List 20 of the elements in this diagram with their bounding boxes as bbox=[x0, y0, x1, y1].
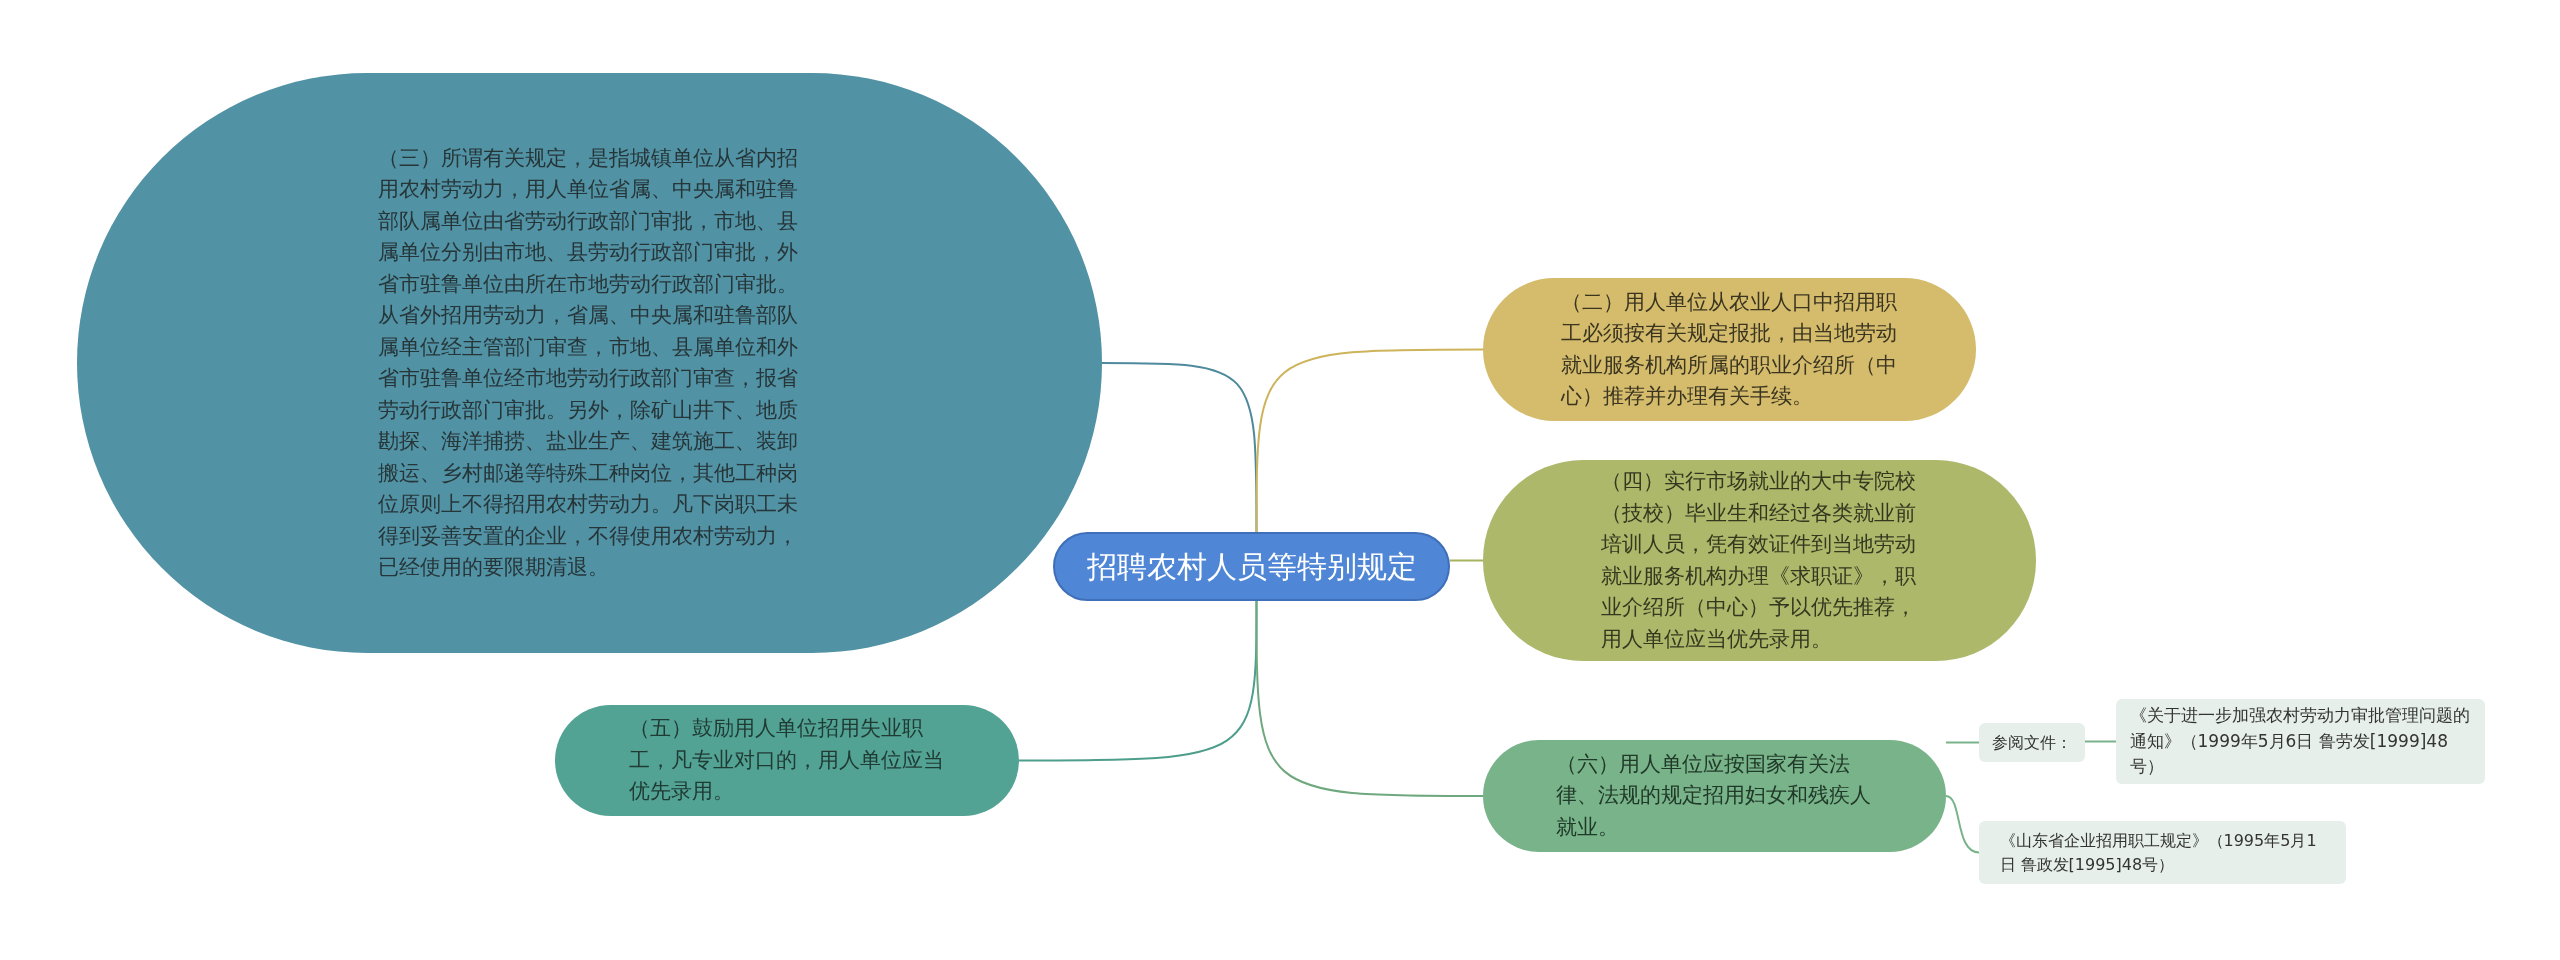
topic-text: 参阅文件： bbox=[1992, 731, 2072, 754]
connector-line bbox=[1018, 600, 1258, 762]
topic-text: （六）用人单位应按国家有关法律、法规的规定招用妇女和残疾人就业。 bbox=[1556, 750, 1872, 841]
connector-line bbox=[1945, 795, 1980, 854]
connector-line bbox=[1255, 348, 1484, 533]
note-box bbox=[1979, 723, 2085, 762]
topic-text: （五）鼓励用人单位招用失业职工，凡专业对口的，用人单位应当优先录用。 bbox=[628, 715, 945, 806]
topic-text: （三）所谓有关规定，是指城镇单位从省内招用农村劳动力，用人单位省属、中央属和驻鲁部队属单位由省劳动行政部门审批，市地、县属单位分别由市地、县劳动行政部门审批，外省市驻鲁单位由所在市地劳动行政部门审批。从省外招用劳动力，省属、中央属和驻鲁部队属单位经主管部门审查，市地、县属单位和外省市驻鲁单位经市地劳动行政部门审查，报省劳动行政部门审批。另外，除矿山井下、地质勘探、海洋捕捞、盐业生产、建筑施工、装卸搬运、乡村邮递等特殊工种岗位，其他工种岗位原则上不得招用农村劳动力。凡下岗职工未得到妥善安置的企业，不得使用农村劳动力，已经使用的要限期清退。 bbox=[378, 144, 799, 581]
connector-line bbox=[1945, 741, 1980, 744]
connector-line bbox=[1101, 362, 1258, 533]
connector-line bbox=[2084, 740, 2117, 743]
connector-line bbox=[1255, 600, 1484, 797]
connector-line bbox=[1449, 559, 1484, 562]
topic-text: 《山东省企业招用职工规定》（1995年5月1日 鲁政发[1995]48号） bbox=[1999, 829, 2318, 876]
topic-text: 《关于进一步加强农村劳动力审批管理问题的通知》（1999年5月6日 鲁劳发[1999]48号） bbox=[2129, 704, 2471, 779]
note-box bbox=[2116, 699, 2485, 784]
note-box bbox=[1979, 821, 2346, 884]
topic-text: （四）实行市场就业的大中专院校（技校）毕业生和经过各类就业前培训人员，凭有效证件到当地劳动就业服务机构办理《求职证》，职业介绍所（中心）予以优先推荐，用人单位应当优先录用。 bbox=[1601, 468, 1917, 653]
topic-title: 招聘农村人员等特别规定 bbox=[1086, 548, 1417, 586]
topic-text: （二）用人单位从农业人口中招用职工必须按有关规定报批，由当地劳动就业服务机构所属的职业介绍所（中心）推荐并办理有关手续。 bbox=[1560, 288, 1898, 410]
